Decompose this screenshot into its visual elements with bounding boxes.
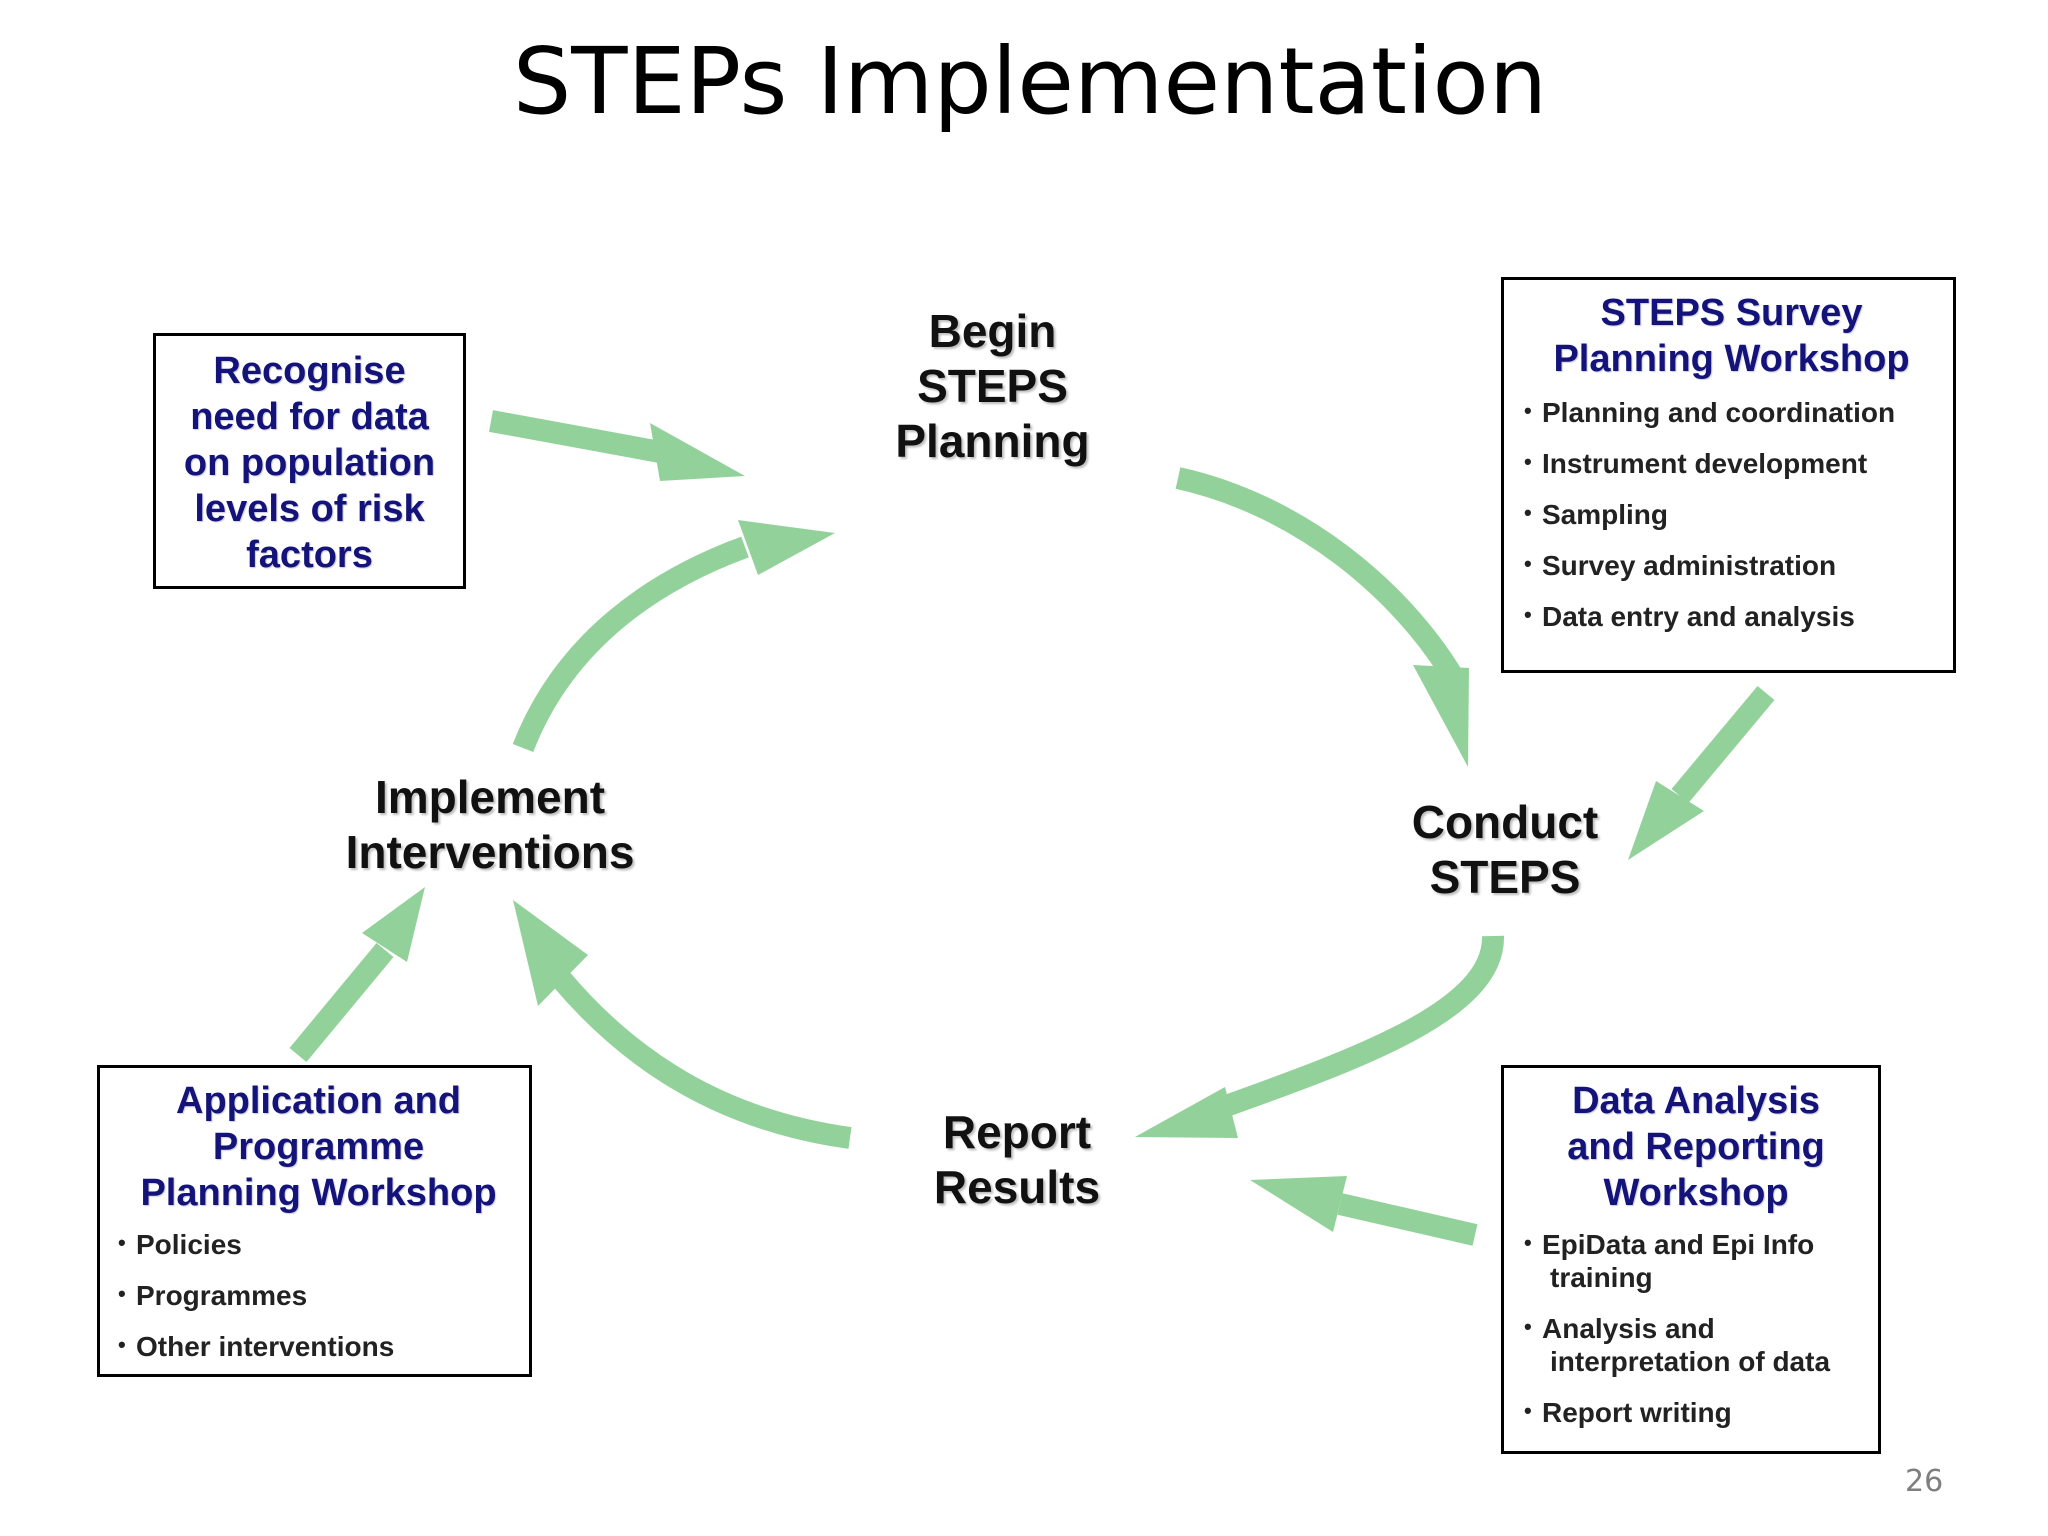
box-heading-line: factors [246, 534, 373, 576]
list-item: • Analysis and interpretation of data [1524, 1313, 1831, 1377]
arrowhead-report-to-implement [513, 900, 588, 1006]
box-heading-line: Data Analysis [1572, 1080, 1820, 1122]
arrowhead-recognise-to-begin [650, 423, 745, 481]
arrow-recognise-to-begin [489, 410, 662, 463]
box-heading-line: Recognise [213, 350, 406, 392]
list-item: •Programmes [118, 1280, 308, 1311]
page-number: 26 [1905, 1464, 1944, 1499]
box-application-programme-planning-workshop: Application and Programme Planning Works… [97, 1065, 532, 1377]
box-heading: Application and Programme Planning Works… [118, 1078, 519, 1216]
arrow-conduct-to-report [1211, 935, 1505, 1121]
slide-title: STEPs Implementation [512, 28, 1548, 135]
stage-begin-steps-planning: Begin STEPS Planning [880, 304, 1105, 469]
stage-text-line: STEPS [1429, 851, 1581, 903]
box-heading-line: on population [183, 442, 436, 484]
box-heading-line: Application and [176, 1080, 461, 1122]
arrowhead-data-workshop-to-report [1250, 1176, 1347, 1232]
arrow-report-to-implement [553, 972, 852, 1149]
stage-text-line: Implement [374, 771, 606, 823]
stage-text-line: STEPS [917, 360, 1068, 412]
stage-report-results: Report Results [897, 1105, 1137, 1215]
box-item-list: • EpiData and Epi Info training • Analys… [1524, 1228, 1868, 1429]
box-data-analysis-reporting-workshop: Data Analysis and Reporting Workshop • E… [1501, 1065, 1881, 1454]
list-item: •Policies [118, 1229, 242, 1260]
arrow-data-workshop-to-report [1337, 1193, 1478, 1246]
list-item: •Sampling [1524, 499, 1669, 530]
box-steps-survey-planning-workshop: STEPS Survey Planning Workshop •Planning… [1501, 277, 1956, 673]
box-heading-line: Programme [212, 1126, 425, 1168]
box-heading: STEPS Survey Planning Workshop [1524, 290, 1939, 382]
box-heading: Data Analysis and Reporting Workshop [1524, 1078, 1868, 1216]
box-recognise-need: Recognise need for data on population le… [153, 333, 466, 589]
arrow-implement-to-begin [512, 536, 749, 752]
stage-text-line: Begin [928, 305, 1057, 357]
arrow-application-workshop-to-implement [289, 942, 394, 1063]
box-heading-line: levels of risk [194, 488, 425, 530]
stage-conduct-steps: Conduct STEPS [1385, 795, 1625, 905]
stage-text-line: Results [933, 1161, 1101, 1213]
list-item: •Other interventions [118, 1331, 395, 1362]
list-item: • Report writing [1524, 1397, 1732, 1428]
box-heading-line: need for data [190, 396, 429, 438]
arrowhead-conduct-to-report [1135, 1087, 1238, 1138]
box-heading-line: Planning Workshop [1553, 338, 1910, 380]
arrow-begin-to-conduct [1175, 467, 1462, 681]
list-item: • EpiData and Epi Info training [1524, 1229, 1815, 1293]
box-heading-line: Workshop [1603, 1172, 1789, 1214]
stage-text-line: Conduct [1411, 796, 1599, 848]
list-item: •Data entry and analysis [1524, 601, 1855, 632]
stage-text-line: Planning [895, 415, 1090, 467]
arrowhead-begin-to-conduct [1413, 665, 1469, 767]
box-item-list: •Planning and coordination •Instrument d… [1524, 396, 1939, 633]
arrow-survey-workshop-to-conduct [1671, 685, 1775, 804]
box-heading-line: and Reporting [1567, 1126, 1825, 1168]
arrowhead-survey-workshop-to-conduct [1628, 781, 1704, 860]
box-heading: Recognise need for data on population le… [156, 348, 463, 578]
box-heading-line: Planning Workshop [140, 1172, 497, 1214]
stage-text-line: Report [942, 1106, 1092, 1158]
box-heading-line: STEPS Survey [1600, 292, 1863, 334]
list-item: •Planning and coordination [1524, 397, 1896, 428]
stage-text-line: Interventions [345, 826, 635, 878]
box-item-list: •Policies •Programmes •Other interventio… [118, 1228, 519, 1363]
arrowhead-application-workshop-to-implement [362, 887, 425, 962]
list-item: •Instrument development [1524, 448, 1868, 479]
list-item: •Survey administration [1524, 550, 1837, 581]
arrowhead-implement-to-begin [738, 520, 835, 575]
stage-implement-interventions: Implement Interventions [320, 770, 660, 880]
